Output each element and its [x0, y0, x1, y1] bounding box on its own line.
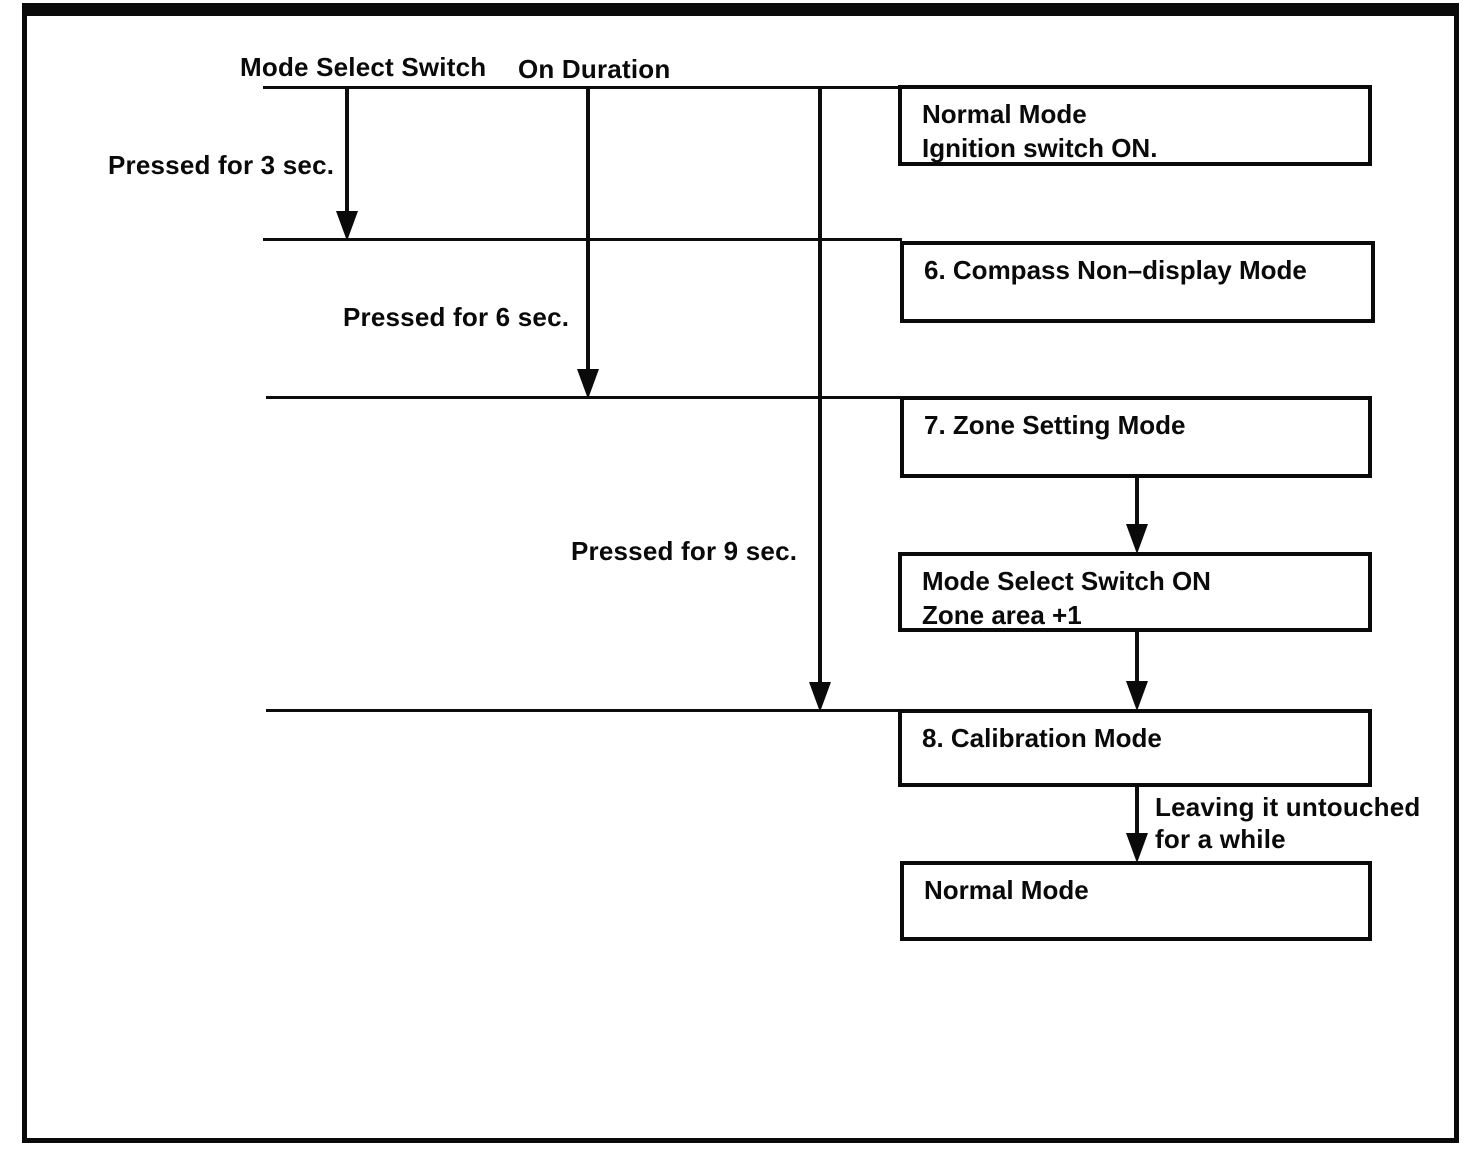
timeline-line-2	[263, 238, 902, 241]
arrow-shaft	[818, 88, 822, 686]
press-6sec-arrow	[576, 88, 600, 399]
timeline-line-1	[263, 86, 900, 89]
box-text-line: Normal Mode	[924, 875, 1089, 905]
box-text-line: Normal Mode	[922, 99, 1087, 129]
arrow-shaft	[586, 88, 590, 373]
diagram-frame	[22, 3, 1459, 1143]
press-9sec-arrow	[808, 88, 832, 712]
arrow-head-icon	[336, 211, 358, 241]
box-text-line: Ignition switch ON.	[922, 133, 1158, 163]
arrow-shaft	[1135, 632, 1139, 685]
flow-arrow-zone-to-switch	[1125, 478, 1149, 554]
mode-box-compass-non-display: 6. Compass Non–display Mode	[900, 241, 1375, 323]
mode-box-zone-setting: 7. Zone Setting Mode	[900, 396, 1372, 478]
box-text-line: Zone area +1	[922, 600, 1082, 630]
box-text-line: 8. Calibration Mode	[922, 723, 1162, 753]
arrow-head-icon	[1126, 524, 1148, 554]
press-9sec-label: Pressed for 9 sec.	[571, 536, 798, 566]
arrow-head-icon	[1126, 681, 1148, 711]
timeline-line-4	[266, 709, 900, 712]
arrow-shaft	[345, 88, 349, 215]
box-text-line: Mode Select Switch ON	[922, 566, 1211, 596]
arrow-head-icon	[1126, 833, 1148, 863]
arrow-shaft	[1135, 787, 1139, 837]
press-3sec-arrow	[335, 88, 359, 241]
arrow-head-icon	[577, 369, 599, 399]
mode-box-normal-mode-end: Normal Mode	[900, 861, 1372, 941]
annotation-leaving-untouched-line2: for a while	[1155, 824, 1286, 854]
box-text-line: 6. Compass Non–display Mode	[924, 255, 1307, 285]
mode-box-mode-select-switch-on: Mode Select Switch ON Zone area +1	[898, 552, 1372, 632]
column-header-on-duration: On Duration	[518, 54, 671, 84]
mode-box-normal-mode-start: Normal Mode Ignition switch ON.	[898, 85, 1372, 166]
arrow-head-icon	[809, 682, 831, 712]
arrow-shaft	[1135, 478, 1139, 528]
column-header-mode-select-switch: Mode Select Switch	[240, 52, 487, 82]
press-3sec-label: Pressed for 3 sec.	[108, 150, 335, 180]
flow-arrow-switch-to-calibration	[1125, 632, 1149, 711]
mode-box-calibration: 8. Calibration Mode	[898, 709, 1372, 787]
flow-arrow-calibration-to-normal	[1125, 787, 1149, 863]
box-text-line: 7. Zone Setting Mode	[924, 410, 1186, 440]
press-6sec-label: Pressed for 6 sec.	[343, 302, 570, 332]
annotation-leaving-untouched-line1: Leaving it untouched	[1155, 792, 1421, 822]
